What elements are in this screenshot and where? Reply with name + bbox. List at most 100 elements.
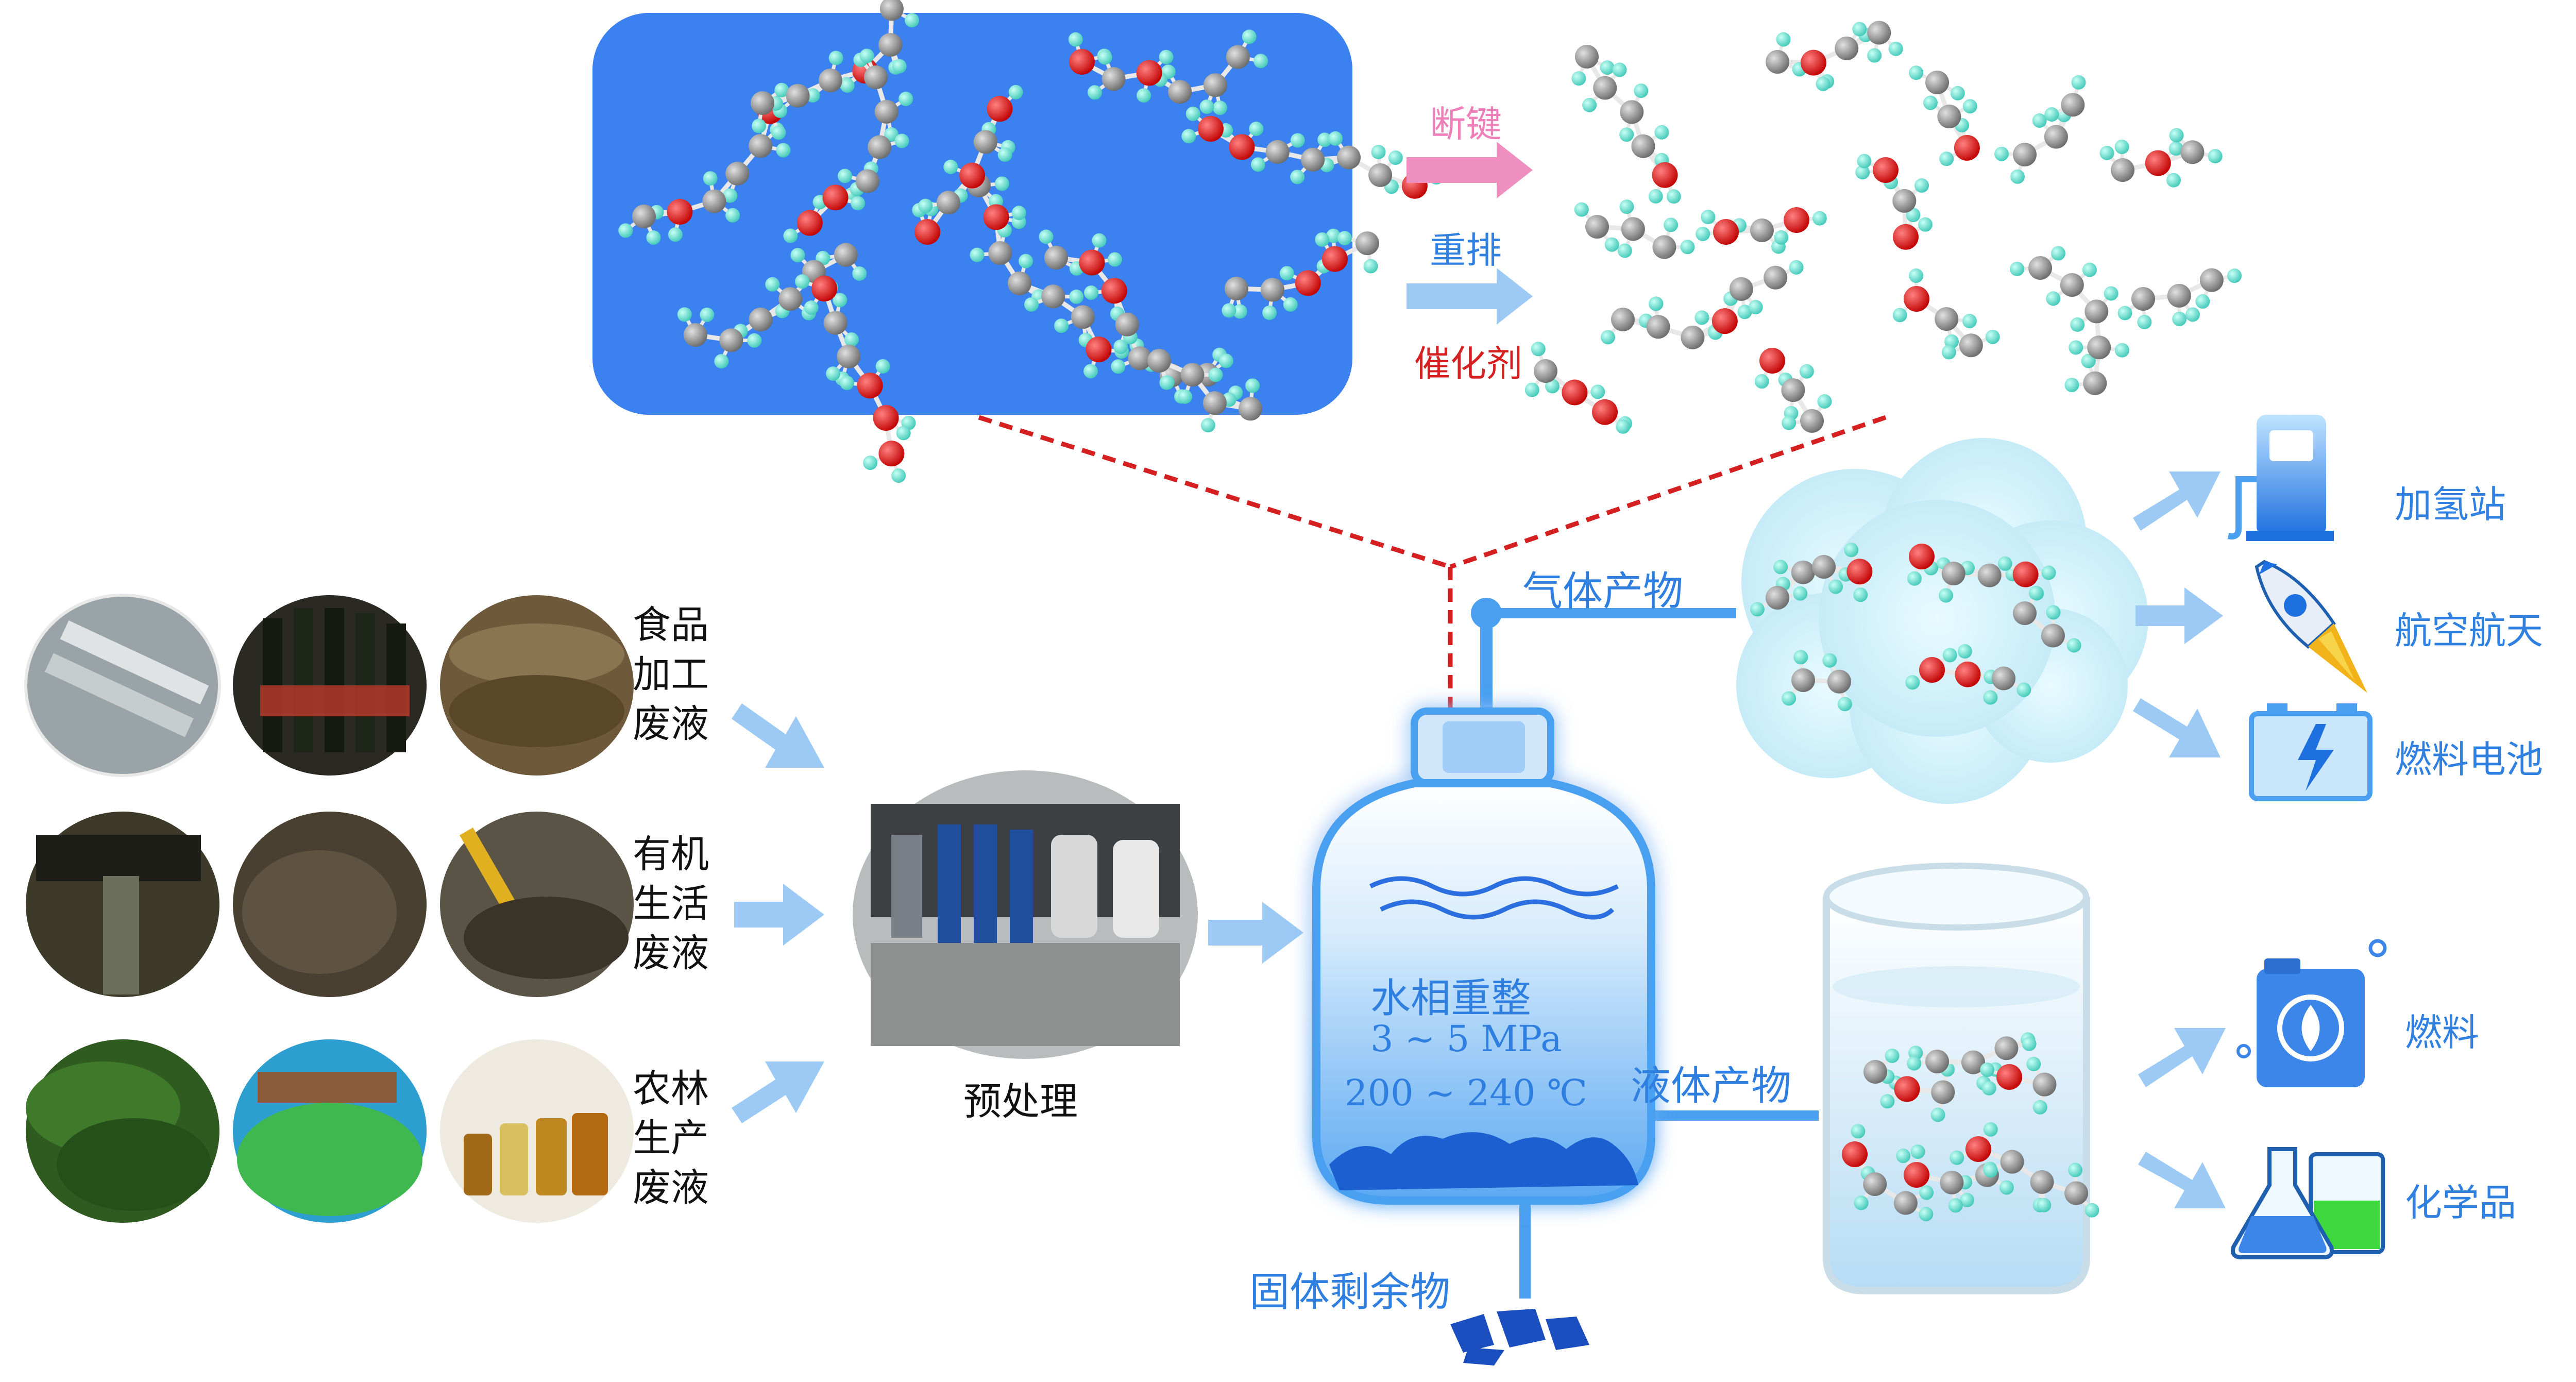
carbon-atom	[2180, 140, 2205, 164]
hydrogen-atom	[970, 247, 985, 262]
hydrogen-atom	[1113, 339, 1128, 354]
hydrogen-atom	[1680, 240, 1695, 255]
oxygen-atom	[1954, 134, 1980, 161]
hydrogen-atom	[1290, 133, 1305, 148]
carbon-atom	[1168, 80, 1192, 104]
hydrogen-atom	[875, 359, 890, 374]
liquid-molecules	[1842, 1032, 2099, 1222]
hydrogen-atom	[1983, 1163, 1998, 1178]
oxygen-atom	[1562, 379, 1588, 406]
oxygen-atom	[1713, 219, 1739, 245]
carbon-atom	[1101, 67, 1126, 91]
hydrogen-atom	[994, 176, 1009, 191]
pretreatment-label: 预处理	[963, 1080, 1078, 1124]
hydrogen-atom	[1822, 653, 1837, 668]
carbon-atom	[751, 91, 774, 115]
hydrogen-atom	[1983, 690, 1998, 705]
hydrogen-atom	[1084, 285, 1099, 300]
oxygen-atom	[1904, 1162, 1929, 1188]
hydrogen-atom	[1251, 157, 1266, 172]
carbon-atom	[2084, 299, 2109, 324]
carbon-atom	[1766, 50, 1789, 74]
carbon-atom	[1977, 563, 2002, 587]
hydrogen-atom	[2010, 169, 2025, 184]
hydrogen-atom	[771, 125, 786, 140]
carbon-atom	[1766, 586, 1789, 610]
carbon-atom	[2032, 1072, 2057, 1097]
hydrogen-atom	[2044, 107, 2059, 122]
hydrogen-atom	[2071, 75, 2086, 90]
arrow-food-to-pretreatment	[732, 703, 824, 768]
carbon-atom	[936, 191, 960, 215]
oxygen-atom	[1592, 399, 1618, 425]
carbon-atom	[864, 65, 888, 89]
oxygen-atom	[2145, 150, 2171, 176]
hydrogen-atom	[1092, 233, 1107, 248]
hydrogen-atom	[1616, 419, 1631, 434]
hydrogen-atom	[1315, 232, 1330, 247]
hydrogen-atom	[2082, 262, 2097, 277]
hydrogen-atom	[1855, 165, 1870, 180]
hydrogen-atom	[905, 13, 920, 28]
hydrogen-atom	[1867, 48, 1882, 63]
hydrogen-atom	[1851, 1124, 1866, 1139]
hydrogen-atom	[1754, 374, 1769, 389]
hydrogen-atom	[1837, 697, 1852, 712]
carbon-atom	[1646, 315, 1670, 339]
hydrogen-atom	[896, 426, 911, 441]
hydrogen-atom	[1181, 129, 1196, 144]
hydrogen-atom	[1853, 587, 1868, 602]
carbon-atom	[2041, 623, 2065, 648]
hydrogen-atom	[1208, 367, 1223, 382]
hydrogen-atom	[2046, 291, 2061, 306]
hydrogen-station-icon	[2227, 415, 2334, 541]
hydrogen-atom	[2037, 1198, 2052, 1212]
hydrogen-atom	[1649, 296, 1664, 311]
arrow-liquid-to-chemicals	[2138, 1152, 2226, 1208]
pretreatment-photo	[853, 770, 1198, 1059]
arrow-gas-to-aerospace	[2136, 587, 2223, 644]
hydrogen-atom	[884, 127, 899, 142]
oxygen-atom	[1965, 1136, 1991, 1162]
rearrangement-label: 重排	[1430, 229, 1502, 272]
carbon-atom	[1041, 284, 1065, 309]
hydrogen-atom	[2114, 140, 2129, 155]
hydrogen-atom	[1212, 100, 1227, 115]
hydrogen-atom	[892, 59, 907, 74]
oxygen-atom	[796, 210, 823, 236]
agri-label-line2: 生产	[633, 1116, 709, 1160]
hydrogen-atom	[1789, 260, 1804, 275]
hydrogen-atom	[1088, 85, 1103, 100]
hydrogen-atom	[1619, 127, 1634, 142]
hydrogen-atom	[1942, 648, 1957, 663]
oxygen-atom	[1086, 336, 1112, 363]
hydrogen-atom	[1896, 1149, 1911, 1164]
solid-product-label: 固体剩余物	[1249, 1269, 1451, 1316]
hydrogen-atom	[2227, 268, 2242, 283]
carbon-atom	[1534, 359, 1557, 383]
hydrogen-atom	[618, 223, 633, 238]
arrow-domestic-to-pretreatment	[734, 884, 824, 946]
hydrogen-atom	[1222, 303, 1236, 318]
oxygen-atom	[914, 219, 940, 245]
carbon-atom	[1764, 265, 1788, 290]
carbon-atom	[1621, 217, 1645, 241]
hydrogen-atom	[997, 147, 1012, 162]
carbon-atom	[1750, 218, 1774, 242]
hydrogen-atom	[840, 78, 855, 93]
hydrogen-atom	[1914, 178, 1929, 193]
hydrogen-atom	[1907, 1056, 1922, 1071]
oxygen-atom	[1069, 49, 1095, 75]
oxygen-atom	[1079, 249, 1105, 276]
carbon-atom	[1863, 1172, 1887, 1196]
hydrogen-atom	[1750, 602, 1765, 617]
oxygen-atom	[1909, 544, 1935, 569]
hydrogen-atom	[1328, 131, 1343, 146]
fuel-cell-label: 燃料电池	[2395, 738, 2544, 781]
hydrogen-atom	[1279, 266, 1294, 281]
carbon-atom	[1575, 45, 1599, 69]
hydrogen-atom	[2137, 314, 2152, 329]
oxygen-atom	[811, 276, 837, 301]
hydrogen-atom	[1799, 364, 1814, 379]
liquid-product-label: 液体产物	[1631, 1063, 1792, 1109]
